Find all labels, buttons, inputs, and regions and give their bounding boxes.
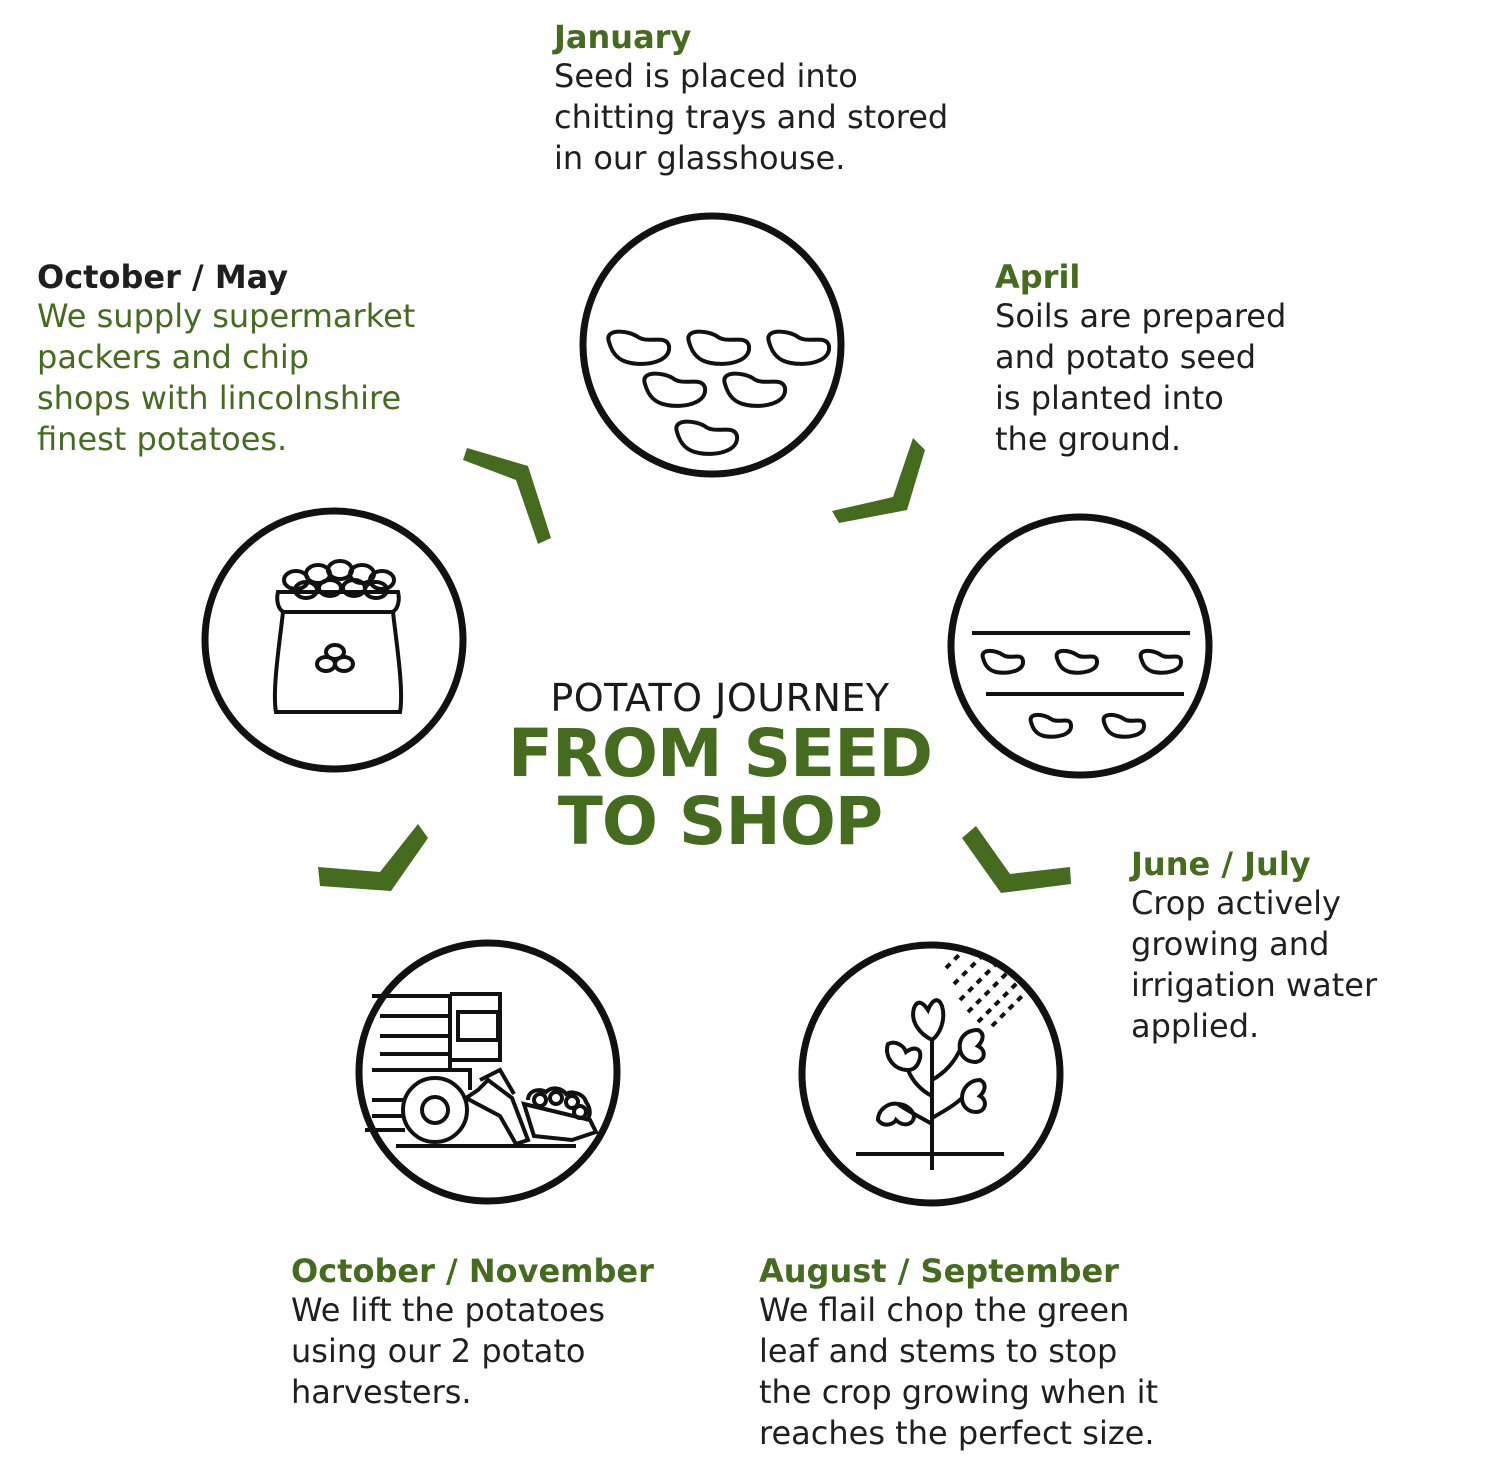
stage-month: October / May — [37, 258, 289, 296]
stage-october-november: October / November We lift the potatoes … — [291, 1252, 654, 1413]
seed-tray-icon — [606, 329, 831, 456]
junejuly-circle — [798, 941, 1064, 1207]
planted-rows-icon — [972, 631, 1190, 739]
arrow-octmay-to-january — [463, 448, 551, 544]
stage-january: January Seed is placed into chitting tra… — [554, 18, 948, 179]
arrow-octnov-to-octmay — [318, 824, 428, 891]
stage-month: January — [554, 18, 692, 56]
octmay-circle — [201, 507, 467, 773]
stage-description: We lift the potatoes using our 2 potato … — [291, 1291, 606, 1411]
arrow-april-to-junejuly — [962, 826, 1071, 893]
octnov-circle — [355, 939, 621, 1205]
harvester-icon — [365, 992, 599, 1148]
january-circle — [579, 212, 845, 478]
stage-october-may: October / May We supply supermarket pack… — [37, 258, 415, 460]
stage-month: April — [995, 258, 1081, 296]
arrow-january-to-april — [832, 438, 925, 523]
irrigated-plant-icon — [856, 946, 1028, 1170]
stage-description: Soils are prepared and potato seed is pl… — [995, 297, 1287, 458]
stage-june-july: June / July Crop actively growing and ir… — [1131, 845, 1377, 1047]
stage-month: June / July — [1131, 845, 1311, 883]
stage-description: We flail chop the green leaf and stems t… — [759, 1291, 1158, 1452]
stage-description: Seed is placed into chitting trays and s… — [554, 57, 949, 177]
stage-august-september: August / September We flail chop the gre… — [759, 1252, 1158, 1454]
stage-description: Crop actively growing and irrigation wat… — [1131, 884, 1378, 1045]
stage-description: We supply supermarket packers and chip s… — [37, 297, 416, 458]
stage-april: April Soils are prepared and potato seed… — [995, 258, 1286, 460]
center-title: FROM SEED TO SHOP — [507, 715, 933, 860]
april-circle — [947, 513, 1213, 779]
stage-month: October / November — [291, 1252, 654, 1290]
center-subtitle: POTATO JOURNEY — [550, 676, 890, 720]
potato-sack-icon — [272, 559, 404, 714]
stage-month: August / September — [759, 1252, 1119, 1290]
center-heading: POTATO JOURNEY FROM SEED TO SHOP — [440, 676, 1000, 856]
